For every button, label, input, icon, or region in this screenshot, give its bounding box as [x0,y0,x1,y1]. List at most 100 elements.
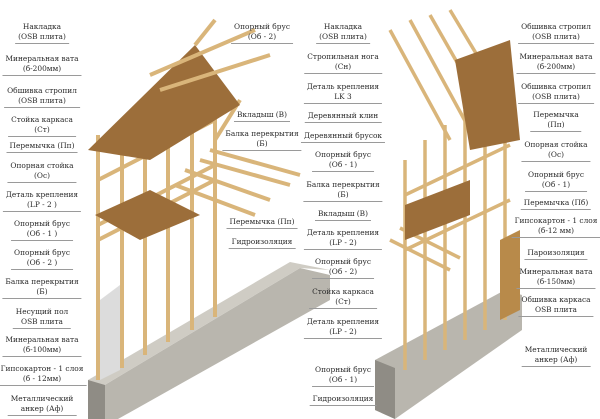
callout-label-name: Гипсокартон - 1 слоя [514,216,598,225]
callout-label: Опорный брус(Об - 2 ) [11,248,73,270]
callout-label-code: (Ос) [548,150,564,159]
callout-label: Опорный брус(Об - 1) [312,365,374,387]
callout-label-name: Деталь крепления [306,317,380,326]
callout-label: Накладка(OSB плита) [15,22,69,44]
callout-label-name: Накладка [323,22,363,31]
callout-label-code: OSB плита [535,305,577,314]
callout-label-code: (Ст) [335,297,351,306]
callout-label-code: (б-200мм) [22,64,62,73]
callout-label-code: LK 3 [334,92,352,101]
callout-label-name: Вкладыш (В) [317,209,369,218]
callout-label-code: (Б) [256,139,268,148]
callout-label-code: (LP - 2 ) [27,200,57,209]
callout-label: Стойка каркаса(Ст) [8,115,76,137]
callout-label-name: Опорный брус [315,365,371,374]
callout-label-name: Перемычка (Пб) [523,198,589,207]
callout-label: Опорный брус(Об - 2) [231,22,293,44]
callout-label-name: Балка перекрытия [5,277,79,286]
callout-label-name: Гипсокартон - 1 слоя [0,364,84,373]
callout-label-code: (Ст) [34,125,50,134]
callout-label-name: Опорный брус [315,150,371,159]
callout-label-name: Деталь крепления [306,82,380,91]
callout-label-name: Деталь крепления [306,228,380,237]
callout-label: Гидроизоляция [309,394,377,406]
callout-label: Опорный брус(Об - 1 ) [11,219,73,241]
callout-label-name: Опорный брус [315,257,371,266]
right-house-foundation [375,290,522,419]
callout-label: Минеральная вата(б-200мм) [2,54,82,76]
callout-label-code: (OSB плита) [18,32,66,41]
callout-label: Опорный брус(Об - 1) [525,170,587,192]
callout-label-name: Опорный брус [234,22,290,31]
callout-label-code: анкер (Аф) [20,404,64,413]
callout-label-name: Минеральная вата [5,54,79,63]
callout-label-code: (Об - 2 ) [26,258,58,267]
callout-label: Перемычка (Пб) [520,198,592,210]
callout-label-code: (OSB плита) [532,92,580,101]
left-house-drywall [100,285,120,380]
callout-label: Стропильная нога(Сн) [304,52,382,74]
callout-label-name: Пароизоляция [527,248,585,257]
callout-label-code: (Об - 2) [247,32,277,41]
callout-label-name: Опорная стойка [10,161,74,170]
callout-label-name: Опорная стойка [524,140,588,149]
callout-label: Обшивка стропил(OSB плита) [518,82,594,104]
callout-label: Деревянный брусок [300,131,386,143]
callout-label-code: (б-200мм) [536,62,576,71]
callout-label: Перемычка(Пп) [530,110,582,132]
callout-label: Вкладыш (В) [314,209,372,221]
callout-label-code: (б-100мм) [22,345,62,354]
callout-label-code: (OSB плита) [18,96,66,105]
callout-label: Гипсокартон - 1 слоя(б - 12мм) [0,364,87,386]
callout-label-name: Перемычка (Пп) [9,141,75,150]
callout-label-name: Деревянный клин [307,111,379,120]
callout-label: Балка перекрытия(Б) [2,277,82,299]
callout-label-code: (Сн) [334,62,352,71]
callout-label-code: (Об - 1) [328,160,358,169]
callout-label: Минеральная вата(б-150мм) [516,267,596,289]
callout-label-code: анкер (Аф) [534,355,578,364]
right-house-panels [405,40,520,320]
callout-label-name: Опорный брус [528,170,584,179]
callout-label: Балка перекрытия(Б) [222,129,302,151]
callout-label-name: Минеральная вата [519,52,593,61]
callout-label-code: (OSB плита) [319,32,367,41]
callout-label-code: (Б) [337,190,349,199]
callout-label-name: Балка перекрытия [225,129,299,138]
callout-label: Опорный брус(Об - 1) [312,150,374,172]
callout-label: Перемычка (Пп) [6,141,78,153]
callout-label-name: Гидроизоляция [231,237,293,246]
callout-label: Опорная стойка(Ос) [521,140,591,162]
callout-label: Обшивка стропил(OSB плита) [4,86,80,108]
callout-label-name: Стропильная нога [307,52,379,61]
callout-label-name: Металлический [10,394,74,403]
callout-label: Вкладыш (В) [233,110,291,122]
callout-label-name: Обшивка стропил [521,22,591,31]
callout-label-name: Стойка каркаса [312,287,374,296]
callout-label-name: Опорный брус [14,219,70,228]
left-house-floor [95,190,200,240]
callout-label-name: Перемычка (Пп) [229,217,295,226]
callout-label: Перемычка (Пп) [226,217,298,229]
callout-label-code: (LP - 2) [329,327,357,336]
callout-label-name: Деталь крепления [5,190,79,199]
callout-label: Обшивка стропил(OSB плита) [518,22,594,44]
callout-label-code: (Об - 1) [328,375,358,384]
callout-label: Минеральная вата(б-100мм) [2,335,82,357]
callout-label-name: Перемычка [533,110,579,119]
callout-label-code: (Ос) [34,171,50,180]
callout-label-name: Обшивка каркаса [521,295,591,304]
callout-label-name: Обшивка стропил [521,82,591,91]
callout-label-name: Гидроизоляция [312,394,374,403]
callout-label-code: (б-150мм) [536,277,576,286]
callout-label-name: Металлический [524,345,588,354]
callout-label: Минеральная вата(б-200мм) [516,52,596,74]
left-house-foundation [88,262,330,419]
callout-label-name: Деревянный брусок [303,131,383,140]
